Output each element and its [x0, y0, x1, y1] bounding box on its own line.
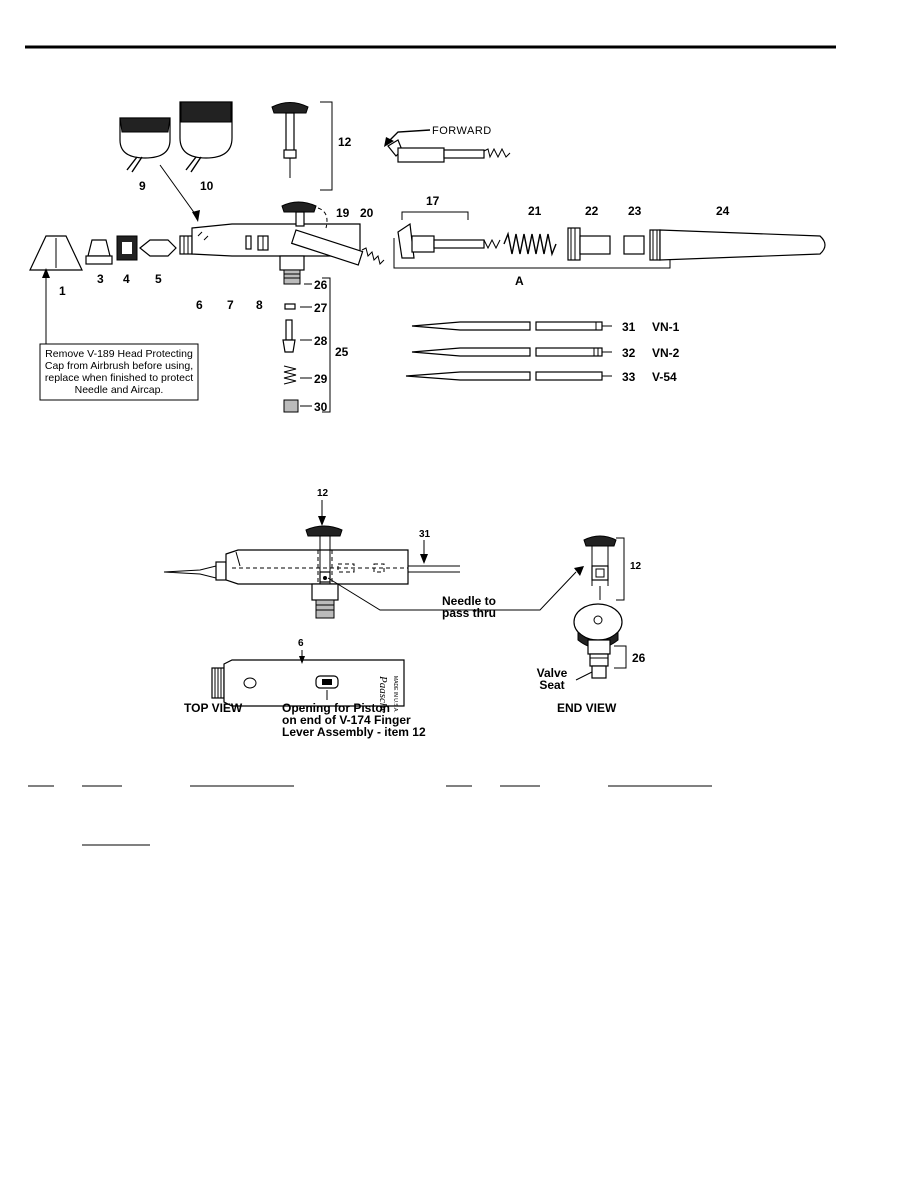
cap-ring-4 [116, 235, 138, 261]
callout-19: 19 [336, 206, 350, 220]
needle-pass-leader [327, 571, 577, 611]
needle-model-vn2: VN-2 [652, 346, 680, 360]
svg-text:Paasche: Paasche [377, 675, 389, 713]
airbrush-body-6 [179, 201, 385, 285]
needle-model-v54: V-54 [652, 370, 677, 384]
part-30 [283, 399, 299, 413]
callout-10: 10 [200, 179, 214, 193]
callout-12-side: 12 [317, 488, 329, 499]
callout-6: 6 [196, 298, 203, 312]
needle-32 [411, 347, 612, 357]
callout-32: 32 [622, 346, 636, 360]
trigger-assembly-small [387, 139, 511, 163]
callout-4: 4 [123, 272, 130, 286]
assembled-side-view [163, 525, 460, 619]
finger-lever-12 [271, 102, 309, 178]
callout-5: 5 [155, 272, 162, 286]
callout-21: 21 [528, 204, 542, 218]
part-23 [623, 235, 645, 255]
color-cup-10 [179, 101, 233, 173]
callout-7: 7 [227, 298, 234, 312]
callout-12-end: 12 [630, 561, 642, 572]
svg-text:MADE IN U.S.A.: MADE IN U.S.A. [392, 676, 398, 713]
callout-22: 22 [585, 204, 599, 218]
callout-3: 3 [97, 272, 104, 286]
end-view-label: END VIEW [557, 701, 617, 715]
needle-model-vn1: VN-1 [652, 320, 680, 334]
bracket-12 [320, 101, 333, 191]
part-28 [282, 319, 296, 353]
table-header-rules [28, 785, 712, 846]
spring-29 [283, 365, 297, 385]
callout-26-end: 26 [632, 651, 646, 665]
head-cap-note: Remove V-189 Head Protecting Cap from Ai… [39, 343, 199, 401]
top-view-label: TOP VIEW [184, 701, 243, 715]
callout-28: 28 [314, 334, 328, 348]
aircap-3 [85, 239, 113, 265]
callout-6-top: 6 [298, 638, 304, 649]
bracket-25 [322, 277, 331, 413]
part-7 [245, 235, 252, 250]
end-view-body [573, 603, 623, 679]
valve-seat-leader [575, 671, 593, 681]
callout-24: 24 [716, 204, 730, 218]
note-line-3: replace when finished to protect [45, 372, 193, 384]
callout-17: 17 [426, 194, 440, 208]
head-cap-1 [29, 235, 83, 271]
bracket-12-end [616, 537, 625, 601]
valve-seat-line-2: Seat [539, 678, 564, 692]
needle-note-line-1: Needle to [442, 594, 496, 608]
spring-21 [503, 231, 557, 257]
part-8 [257, 235, 269, 251]
callout-31: 31 [622, 320, 636, 334]
needle-31 [411, 321, 612, 331]
tip-5 [139, 239, 177, 257]
cup-arrow [159, 164, 199, 219]
callout-9: 9 [139, 179, 146, 193]
piston-note-line-2: on end of V-174 Finger [282, 713, 411, 727]
part-27 [284, 303, 296, 310]
callout-29: 29 [314, 372, 328, 386]
callout-20: 20 [360, 206, 374, 220]
forward-label: FORWARD [432, 125, 492, 137]
bracket-26-end [614, 645, 627, 669]
callout-27: 27 [314, 301, 328, 315]
note-line-1: Remove V-189 Head Protecting [45, 348, 193, 360]
bracket-17 [401, 211, 469, 220]
piston-note-line-1: Opening for Piston [282, 701, 390, 715]
top-view-body: Paasche MADE IN U.S.A. [211, 659, 405, 713]
callout-A: A [515, 274, 524, 288]
callout-8: 8 [256, 298, 263, 312]
needle-note-line-2: pass thru [442, 606, 496, 620]
callout-33: 33 [622, 370, 636, 384]
spring-guide-22 [567, 227, 611, 261]
handle-24 [649, 229, 826, 261]
callout-1: 1 [59, 284, 66, 298]
callout-26: 26 [314, 278, 328, 292]
color-cup-9 [119, 117, 171, 173]
callout-30: 30 [314, 400, 328, 414]
forward-arrow [387, 129, 431, 143]
callout-12: 12 [338, 135, 352, 149]
callout-25: 25 [335, 345, 349, 359]
callout-31-side: 31 [419, 529, 431, 540]
valve-seat-line-1: Valve [537, 666, 568, 680]
needle-chuck-17 [397, 222, 501, 259]
end-view-lever [583, 535, 617, 600]
callout-23: 23 [628, 204, 642, 218]
note-line-2: Cap from Airbrush before using, [45, 360, 193, 372]
note-line-4: Needle and Aircap. [75, 384, 164, 396]
piston-note-line-3: Lever Assembly - item 12 [282, 725, 426, 739]
needle-33 [405, 371, 612, 381]
